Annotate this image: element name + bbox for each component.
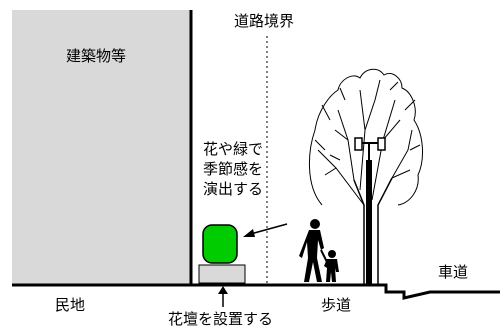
ground-line [12, 283, 500, 300]
street-light-icon [354, 137, 386, 284]
shrub-arrow-head [243, 229, 255, 237]
planter-label: 花壇を設置する [168, 310, 274, 328]
building-label: 建築物等 [66, 47, 127, 65]
flower-label-line3: 演出する [203, 180, 264, 198]
green-shrub [202, 224, 238, 264]
private-land-label: 民地 [55, 296, 86, 314]
planter-arrow-head [218, 286, 228, 294]
sidewalk-label: 歩道 [321, 296, 352, 314]
flower-label-line1: 花や緑で [203, 140, 264, 158]
road-boundary-label: 道路境界 [234, 12, 295, 30]
tree-icon [309, 68, 423, 285]
building-block [12, 10, 190, 284]
flower-label-line2: 季節感を [203, 160, 264, 178]
planter-box [198, 264, 246, 284]
roadway-label: 車道 [438, 263, 469, 281]
pedestrian-with-child-icon [299, 219, 339, 282]
